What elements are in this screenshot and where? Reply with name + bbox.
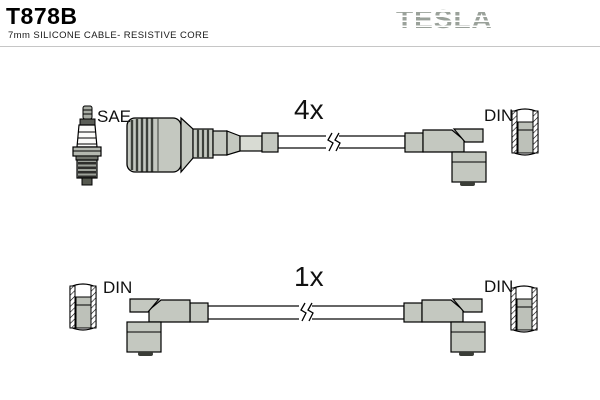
part-number: T878B [6, 3, 78, 29]
cable-wire-top [277, 132, 406, 152]
cable-wire-bottom [207, 302, 405, 322]
cable-spec-subtitle: 7mm SILICONE CABLE- RESISTIVE CORE [8, 30, 210, 41]
spark-plug-icon [72, 105, 102, 186]
straight-boot-icon [126, 116, 279, 174]
din-terminal-icon [510, 285, 538, 333]
din-label-bottom-right: DIN [484, 277, 513, 296]
cable-kit-diagram: SAE DIN 4x DIN DIN 1x [69, 94, 539, 357]
tesla-logo: TESLA [396, 5, 493, 34]
din-terminal-icon [511, 108, 539, 156]
angled-boot-icon [126, 298, 209, 357]
header-divider [0, 46, 600, 47]
quantity-label-bottom: 1x [294, 261, 324, 292]
angled-boot-icon [403, 298, 486, 357]
angled-boot-icon [404, 128, 487, 187]
din-label-bottom-left: DIN [103, 278, 132, 297]
din-label-top-right: DIN [484, 106, 513, 125]
sae-label-top: SAE [97, 107, 131, 126]
din-terminal-icon [69, 283, 97, 331]
quantity-label-top: 4x [294, 94, 324, 125]
